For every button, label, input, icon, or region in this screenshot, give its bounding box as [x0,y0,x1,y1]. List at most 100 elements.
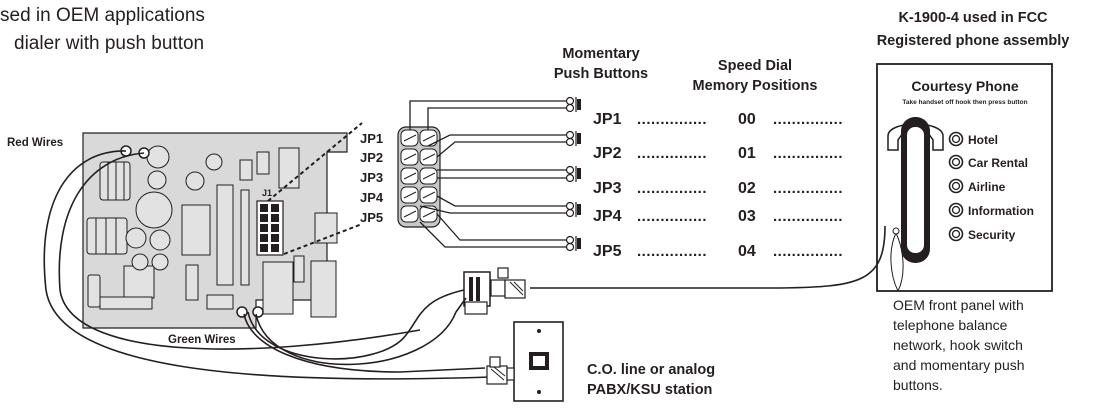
circuit-board: J1 [82,132,348,329]
oem-note-line: telephone balance [893,317,1008,333]
capacitor [147,170,167,190]
resistor [256,151,270,175]
j1-label: J1 [262,188,272,198]
modular-plug-pair [463,267,526,315]
capacitor [149,229,171,251]
panel-button-label: Hotel [968,133,998,147]
speed-dial-row: JP1 ............... 00 ............... [593,111,843,128]
assembly-header-line1: K-1900-4 used in FCC [898,10,1048,26]
row-position: 04 [738,243,756,260]
board-jumper-label: JP2 [360,150,383,165]
row-trailing-dots: ............... [773,243,843,260]
intro-line-2: dialer with push button [14,33,204,54]
red-wire-to-jack [43,150,491,380]
capacitor [205,153,223,171]
oem-note-line: and momentary push [893,357,1025,373]
courtesy-phone-panel [876,63,1053,292]
row-position: 02 [738,180,756,197]
chip-a [123,265,155,299]
capacitor [125,227,147,249]
row-jumper: JP4 [593,208,622,225]
panel-button-label: Security [968,228,1016,242]
red-wire-loop [58,152,421,350]
row-trailing-dots: ............... [773,208,843,225]
row-position: 00 [738,111,756,128]
j1-header [256,200,284,256]
red-wires-label: Red Wires [7,137,63,149]
resistor [87,274,101,308]
wall-plug [486,356,515,385]
panel-button-car-rental: Car Rental [948,154,1028,170]
green-terminal-2 [252,306,264,318]
speed-dial-row: JP2 ............... 01 ............... [593,145,843,162]
resistor-bank-top [99,161,131,201]
board-jumper-label: JP4 [360,190,384,205]
capacitor-large [135,191,173,229]
row-leader-dots: ............... [637,145,707,162]
push-button-jp2 [565,130,581,147]
green-wire-to-jack [243,313,486,373]
speed-dial-row: JP4 ............... 03 ............... [593,208,843,225]
row-jumper: JP1 [593,111,622,128]
push-button-jp4 [565,201,581,218]
row-leader-dots: ............... [637,243,707,260]
speed-dial-header-line2: Memory Positions [693,78,818,94]
speed-dial-header-line1: Speed Dial [718,58,792,74]
speed-dial-row: JP5 ............... 04 ............... [593,243,843,260]
co-line-label-2: PABX/KSU station [587,382,712,398]
capacitor [185,171,205,191]
capacitor [131,253,149,271]
row-position: 01 [738,145,756,162]
momentary-header-line2: Push Buttons [554,66,648,82]
resistor-bank-left [86,217,128,255]
handset-cord [890,232,904,292]
chip-d [206,294,234,310]
panel-line-cord [530,225,886,289]
resistor [293,255,305,283]
panel-button-label: Airline [968,180,1006,194]
ic-long [216,184,234,286]
panel-button-label: Car Rental [968,156,1028,170]
oem-note-line: buttons. [893,377,943,393]
resistor [185,264,199,301]
button-wires [409,100,566,248]
strip [240,189,250,286]
speed-dial-row: JP3 ............... 02 ............... [593,180,843,197]
panel-button-information: Information [948,202,1034,218]
row-leader-dots: ............... [637,111,707,128]
row-trailing-dots: ............... [773,145,843,162]
row-leader-dots: ............... [637,208,707,225]
assembly-header-line2: Registered phone assembly [877,33,1070,49]
capacitor [146,145,170,169]
green-wire-to-plug-2 [255,297,467,366]
panel-button-security: Security [948,226,1016,242]
board-jumper-label: JP5 [360,210,383,225]
chip-b [99,296,153,310]
row-trailing-dots: ............... [773,111,843,128]
transformer [310,260,337,318]
push-buttons [565,96,581,252]
panel-button-hotel: Hotel [948,131,998,147]
row-jumper: JP2 [593,145,622,162]
co-line-label-1: C.O. line or analog [587,362,715,378]
panel-button-airline: Airline [948,178,1006,194]
push-button-jp1 [565,96,581,113]
leader-top [267,122,363,202]
panel-instruction: Take handset off hook then press button [902,99,1027,106]
row-jumper: JP5 [593,243,622,260]
oem-note-line: network, hook switch [893,337,1023,353]
row-jumper: JP3 [593,180,622,197]
intro-line-1: sed in OEM applications [0,5,205,26]
transformer [262,261,294,315]
wall-jack [513,321,564,402]
board-jumper-label: JP1 [360,131,383,146]
resistor [239,159,253,181]
jumper-connector [397,126,441,228]
oem-note-line: OEM front panel with [893,297,1024,313]
row-position: 03 [738,208,756,225]
green-wire-to-plug [247,289,465,360]
green-wires-label: Green Wires [168,334,236,346]
capacitor [151,253,169,271]
